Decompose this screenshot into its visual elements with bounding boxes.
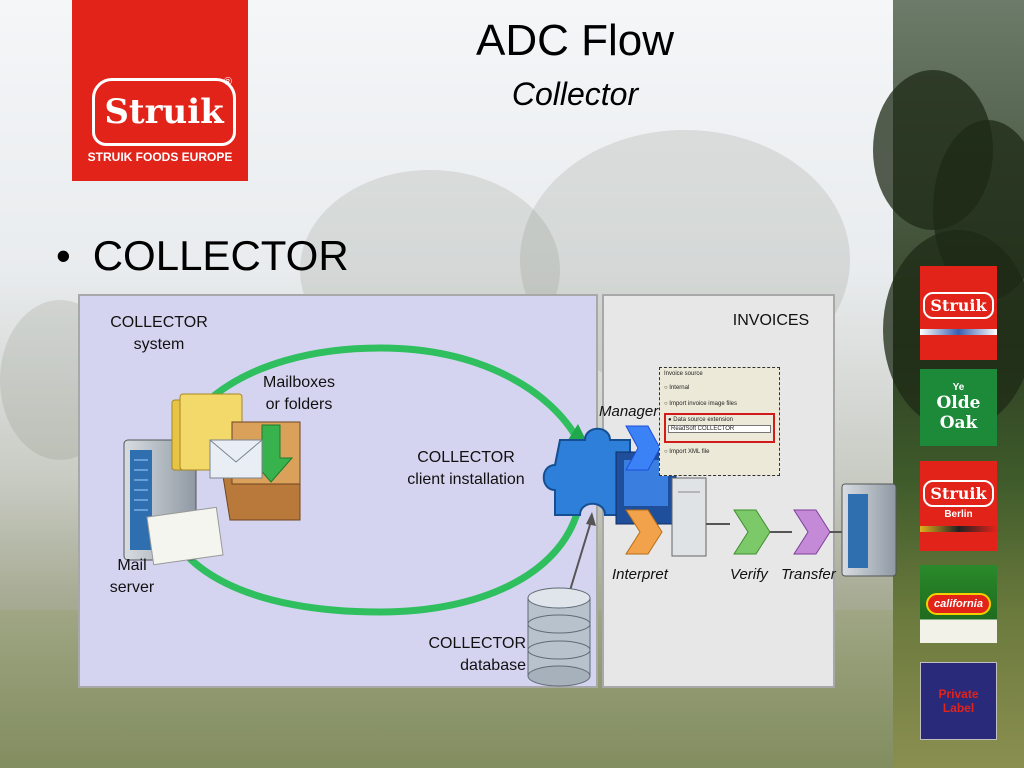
interpret-label: Interpret: [612, 566, 668, 583]
verify-chevron: [733, 509, 771, 555]
dialog-option: ○ Import invoice image files: [664, 401, 737, 407]
dialog-select: ReadSoft COLLECTOR: [668, 425, 771, 433]
slide-subtitle: Collector: [511, 76, 639, 112]
manager-label: Manager: [599, 403, 659, 420]
brand-logo-olde-oak: Ye Olde Oak: [920, 369, 997, 446]
brand-logo-california: california: [920, 565, 997, 643]
brand-logo-struik: Struik: [920, 266, 997, 360]
invoices-label: INVOICES: [732, 312, 810, 329]
dialog-group-label: Invoice source: [664, 371, 703, 377]
dialog-option: ○ Import XML file: [664, 449, 710, 455]
transfer-chevron: [793, 509, 831, 555]
logo-tagline: STRUIK FOODS EUROPE: [87, 150, 233, 164]
manager-chevron: [625, 425, 661, 471]
mailbox-folder-icon: [171, 393, 301, 521]
bullet-text: COLLECTOR: [92, 232, 349, 279]
struik-logo: Struik ® STRUIK FOODS EUROPE: [72, 0, 248, 181]
brand-logo-struik-berlin: Struik Berlin: [920, 461, 997, 551]
db-connector: [567, 517, 593, 598]
bullet-item: •COLLECTOR: [56, 232, 349, 279]
mail-server-icon: [123, 439, 224, 566]
database-icon: [527, 587, 591, 687]
slide-title: ADC Flow: [475, 16, 675, 65]
dialog-selected-option: ● Data source extension ReadSoft COLLECT…: [664, 413, 775, 443]
brand-logo-private-label: Private Label: [920, 662, 997, 740]
interpret-chevron: [625, 509, 663, 555]
invoice-source-dialog: Invoice source ○ Internal ○ Import invoi…: [659, 367, 780, 476]
dialog-option: ○ Internal: [664, 385, 690, 391]
verify-label: Verify: [730, 566, 768, 583]
erp-server-icon: [841, 483, 897, 577]
logo-registered-mark: ®: [223, 76, 232, 88]
logo-wordmark: Struik: [92, 78, 236, 146]
transfer-label: Transfer: [781, 566, 836, 583]
